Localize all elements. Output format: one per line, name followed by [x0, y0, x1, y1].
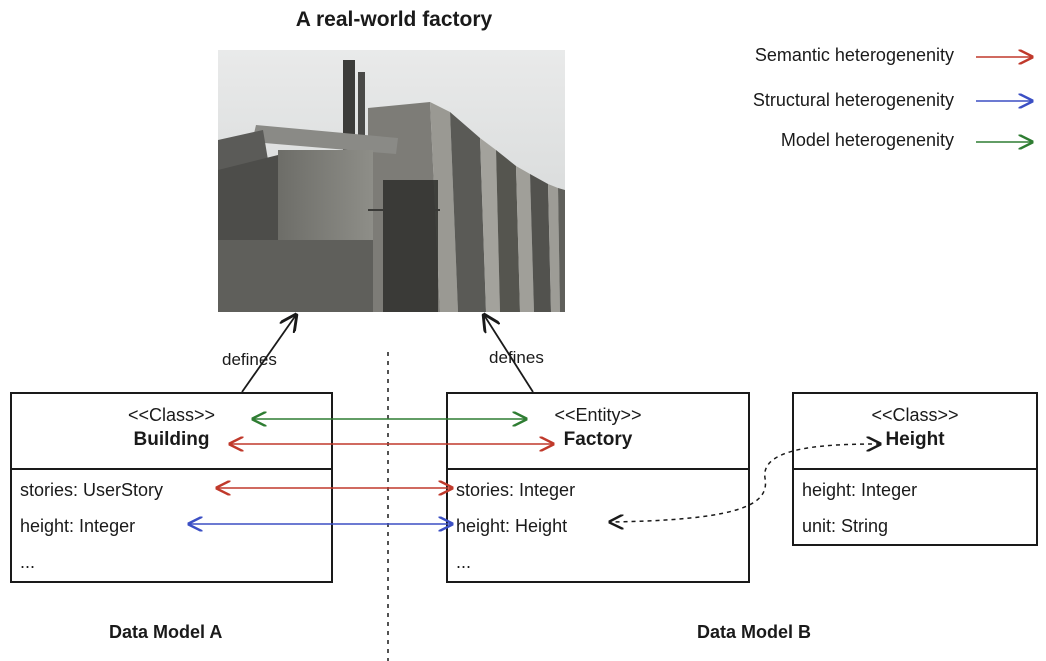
- factory-photo: [218, 50, 565, 312]
- legend-structural-label: Structural heterogenenity: [752, 90, 954, 110]
- legend-model-label: Model heterogenenity: [780, 130, 954, 150]
- height-stereotype: <<Class>>: [871, 405, 959, 425]
- defines-label-right: defines: [489, 348, 544, 367]
- factory-attr-ellipsis: ...: [456, 552, 472, 572]
- building-stereotype: <<Class>>: [127, 405, 216, 425]
- data-model-b-label: Data Model B: [697, 622, 812, 642]
- height-reference-arrow: [610, 444, 880, 522]
- factory-stereotype: <<Entity>>: [554, 405, 642, 425]
- class-box-height-header: <<Class>> Height: [794, 394, 1036, 470]
- defines-arrow-left: [241, 315, 296, 393]
- page-title: A real-world factory: [295, 8, 493, 31]
- building-class-name: Building: [133, 429, 210, 450]
- defines-label-left: defines: [222, 350, 277, 369]
- building-attr-height: height: Integer: [20, 516, 136, 536]
- factory-attr-stories: stories: Integer: [456, 480, 576, 500]
- defines-arrow-right: [484, 315, 534, 393]
- height-class-name: Height: [885, 429, 945, 450]
- building-attr-ellipsis: ...: [20, 552, 36, 572]
- data-model-a-label: Data Model A: [109, 622, 223, 642]
- factory-attr-height: height: Height: [456, 516, 568, 536]
- building-attr-stories: stories: UserStory: [20, 480, 164, 500]
- class-box-building-header: <<Class>> Building: [12, 394, 331, 470]
- legend-semantic-label: Semantic heterogenenity: [754, 45, 954, 65]
